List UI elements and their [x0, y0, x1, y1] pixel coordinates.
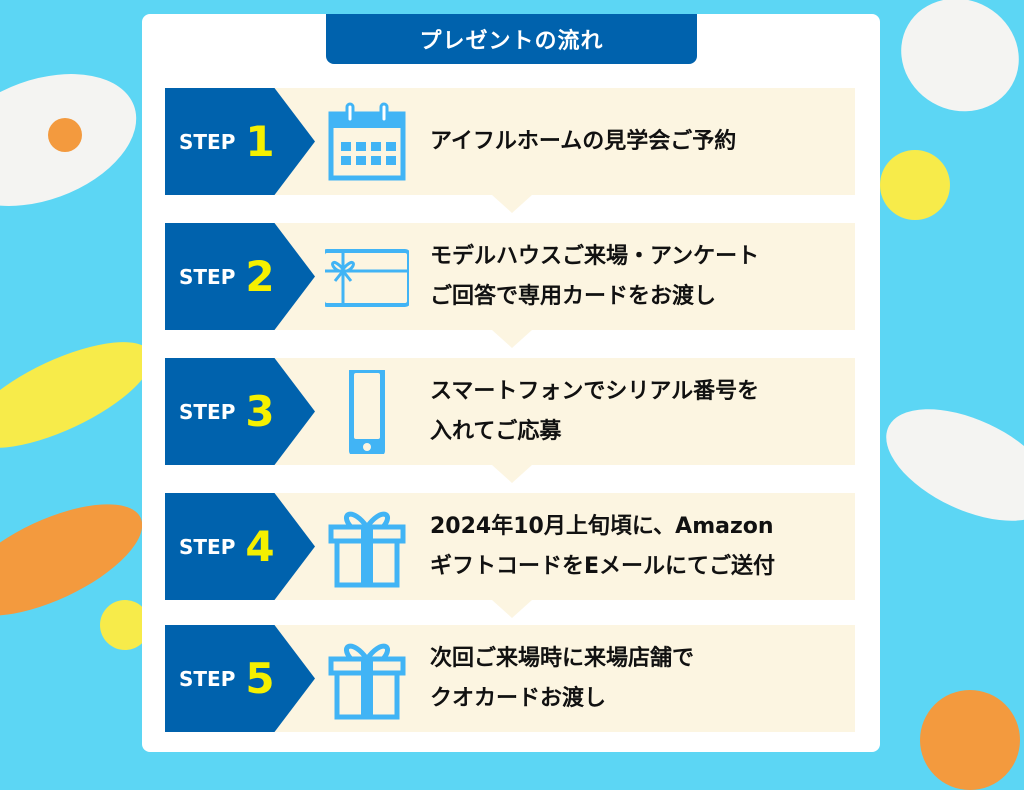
gift-box-icon	[325, 637, 409, 721]
step-number: 3	[245, 387, 275, 436]
step-label-text: STEP	[179, 399, 236, 424]
step-text-line: アイフルホームの見学会ご予約	[430, 128, 737, 154]
step-number: 4	[245, 522, 275, 571]
step-text-line: 2024年10月上旬頃に、Amazon	[430, 513, 774, 539]
step-label: STEP 1	[179, 88, 275, 195]
step-number: 2	[245, 252, 275, 301]
bg-decoration	[0, 321, 166, 469]
bg-decoration	[48, 118, 82, 152]
step-description: スマートフォンでシリアル番号を入れてご応募	[430, 358, 759, 465]
step-description: 2024年10月上旬頃に、Amazon ギフトコードをEメールにてご送付	[430, 493, 775, 600]
step-label-text: STEP	[179, 666, 236, 691]
step-row-4: STEP 4 2024年10月上旬頃に、Amazon ギフトコードをEメールにてご送…	[165, 493, 855, 600]
down-arrow-icon	[492, 195, 532, 213]
down-arrow-icon	[492, 465, 532, 483]
step-number: 5	[245, 654, 275, 703]
step-row-5: STEP 5 次回ご来場時に来場店舗でクオカードお渡し	[165, 625, 855, 732]
step-row-2: STEP 2 モデルハウスご来場・アンケートご回答で専用カードをお渡し	[165, 223, 855, 330]
bg-decoration	[920, 690, 1020, 790]
step-row-3: STEP 3 スマートフォンでシリアル番号を入れてご応募	[165, 358, 855, 465]
bg-decoration	[880, 0, 1024, 133]
step-text-line: ギフトコードをEメールにてご送付	[430, 553, 776, 579]
page-title: プレゼントの流れ	[326, 14, 697, 64]
step-text-line: 次回ご来場時に来場店舗で	[430, 645, 695, 671]
gift-card-icon	[321, 235, 411, 319]
step-label-text: STEP	[179, 534, 236, 559]
bg-decoration	[880, 150, 950, 220]
down-arrow-icon	[492, 330, 532, 348]
step-label: STEP 5	[179, 625, 275, 732]
step-label: STEP 4	[179, 493, 275, 600]
step-text-line: モデルハウスご来場・アンケート	[430, 243, 760, 269]
step-number: 1	[245, 117, 275, 166]
step-text-line: スマートフォンでシリアル番号を	[430, 378, 760, 404]
step-description: 次回ご来場時に来場店舗でクオカードお渡し	[430, 625, 694, 732]
calendar-icon	[325, 100, 409, 184]
present-flow-card: プレゼントの流れ STEP 1 アイフルホームの見学会ご予約 STEP 2 モデルハ…	[142, 14, 880, 752]
down-arrow-icon	[492, 600, 532, 618]
step-text-line: ご回答で専用カードをお渡し	[430, 283, 717, 309]
bg-decoration	[100, 600, 150, 650]
step-description: モデルハウスご来場・アンケートご回答で専用カードをお渡し	[430, 223, 759, 330]
step-description: アイフルホームの見学会ご予約	[430, 88, 736, 195]
step-label: STEP 3	[179, 358, 275, 465]
step-row-1: STEP 1 アイフルホームの見学会ご予約	[165, 88, 855, 195]
bg-decoration	[869, 386, 1024, 544]
gift-box-icon	[325, 505, 409, 589]
step-text-line: 入れてご応募	[430, 418, 562, 444]
step-label: STEP 2	[179, 223, 275, 330]
step-label-text: STEP	[179, 264, 236, 289]
smartphone-icon	[325, 366, 409, 456]
step-label-text: STEP	[179, 129, 236, 154]
step-text-line: クオカードお渡し	[430, 685, 607, 711]
